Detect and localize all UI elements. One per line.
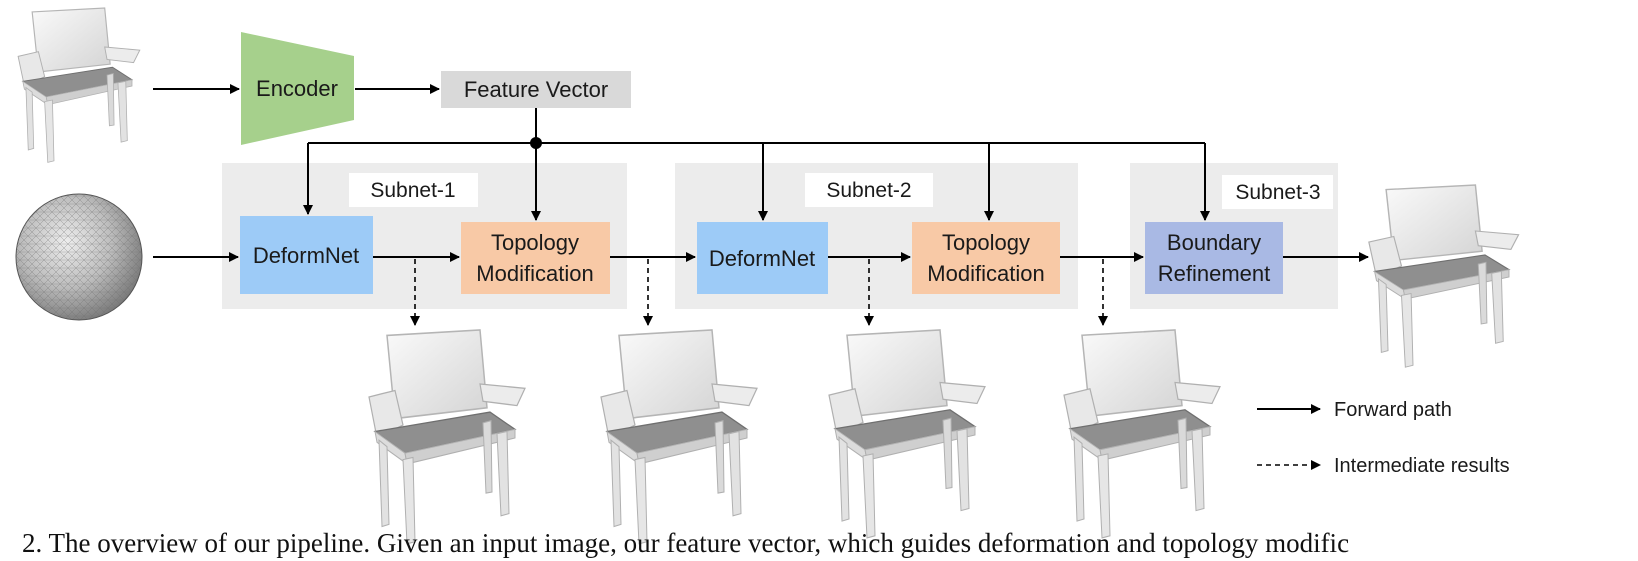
- boundary-refinement-box: [1145, 222, 1283, 294]
- topology-1-line1: Topology: [491, 230, 579, 255]
- intermediate-result-1: [368, 329, 526, 545]
- deformnet-1-label: DeformNet: [253, 243, 359, 268]
- input-chair-image: [17, 7, 141, 164]
- legend: Forward path Intermediate results: [1257, 399, 1510, 477]
- intermediate-result-2: [600, 329, 758, 545]
- subnet-3-label: Subnet-3: [1235, 181, 1320, 204]
- figure-caption: 2. The overview of our pipeline. Given a…: [22, 528, 1350, 558]
- boundary-line2: Refinement: [1158, 261, 1271, 286]
- topology-2-line2: Modification: [927, 261, 1044, 286]
- deformnet-2-label: DeformNet: [709, 246, 815, 271]
- bus-junction-dot: [530, 137, 542, 149]
- forward-arrows: [153, 84, 1369, 262]
- topology-2-line1: Topology: [942, 230, 1030, 255]
- topology-1-line2: Modification: [476, 261, 593, 286]
- output-chair: [1368, 184, 1520, 368]
- legend-intermediate-label: Intermediate results: [1334, 455, 1510, 477]
- intermediate-result-3: [828, 329, 986, 539]
- feature-vector-box: [441, 71, 631, 108]
- deformnet-2-box: [697, 222, 828, 294]
- intermediate-result-4: [1063, 329, 1221, 539]
- topology-2-box: [912, 222, 1060, 294]
- topology-1-box: [461, 222, 610, 294]
- boundary-line1: Boundary: [1167, 230, 1261, 255]
- subnet-1-label: Subnet-1: [370, 179, 455, 202]
- input-sphere-mesh: [15, 193, 143, 321]
- subnet-2-label: Subnet-2: [826, 179, 911, 202]
- feature-vector-label: Feature Vector: [464, 77, 608, 102]
- deformnet-1-box: [240, 216, 373, 294]
- encoder-label: Encoder: [256, 76, 338, 101]
- intermediate-arrows: [410, 259, 1108, 326]
- encoder-block: [241, 32, 354, 145]
- legend-forward-label: Forward path: [1334, 399, 1452, 421]
